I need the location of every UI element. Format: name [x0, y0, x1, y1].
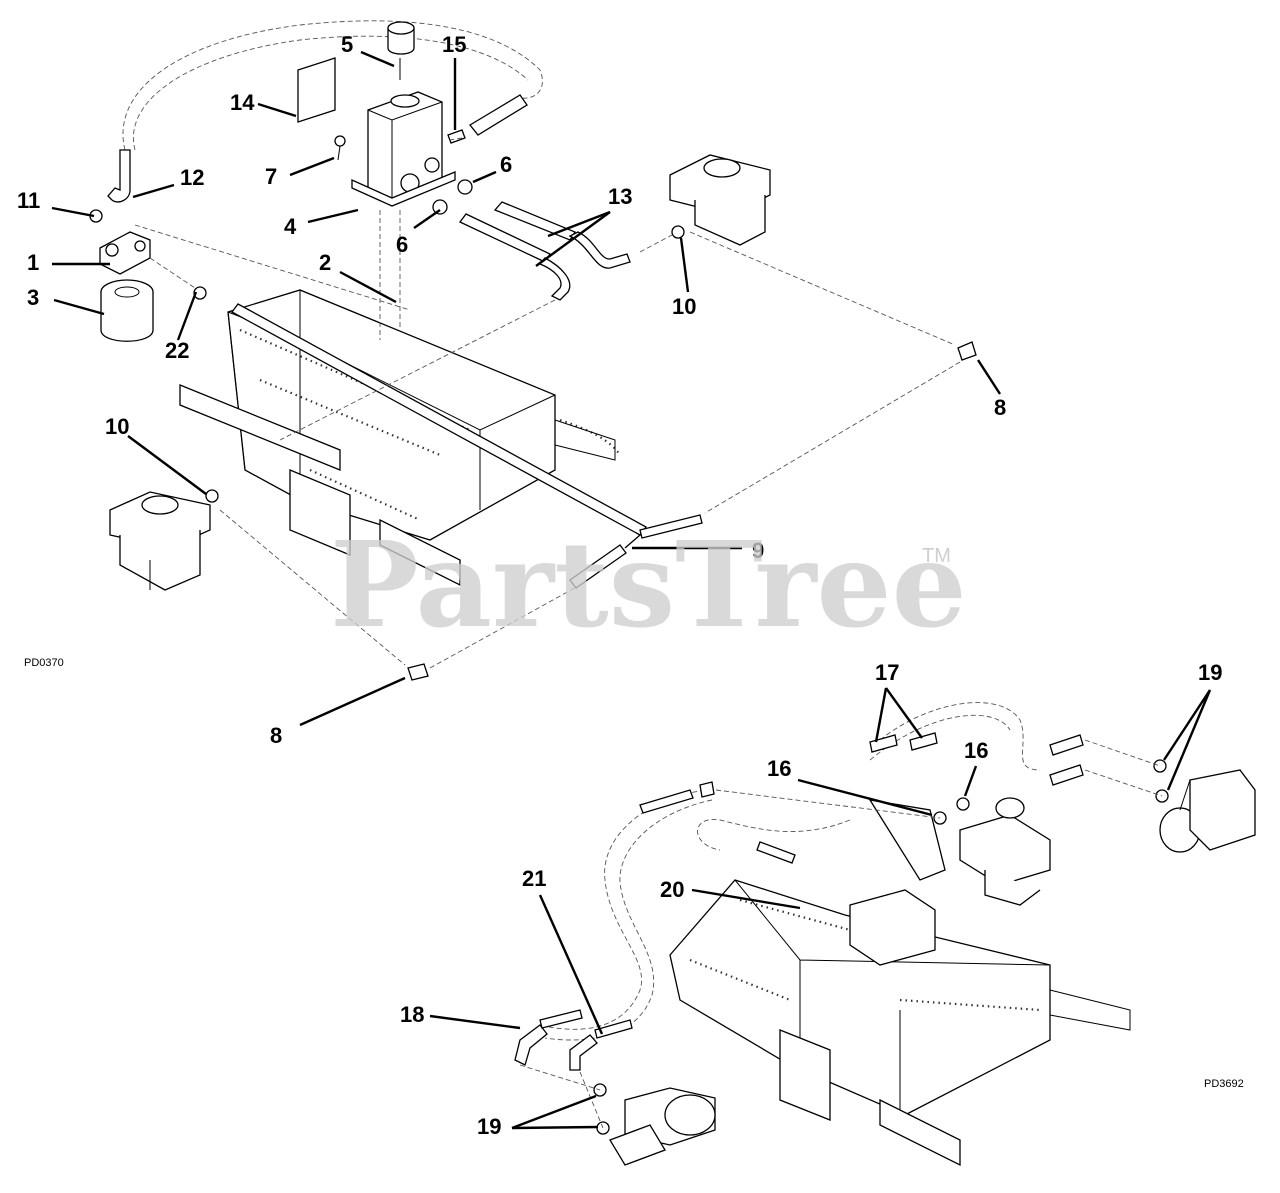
hoses — [459, 201, 631, 301]
lower-frame — [669, 799, 1131, 1167]
callout-17: 17 — [875, 660, 899, 685]
callout-3: 3 — [27, 285, 39, 310]
callout-10-upper: 10 — [672, 294, 696, 319]
tee-right — [957, 341, 977, 361]
mid-hose — [697, 819, 851, 851]
callout-11: 11 — [17, 188, 40, 213]
watermark-trademark: TM — [922, 545, 951, 567]
figure-code-lower: PD3692 — [1204, 1078, 1244, 1090]
lower-center-pump — [959, 797, 1051, 906]
upper-assembly: 5 15 14 7 6 12 11 4 6 13 1 2 3 10 22 8 1… — [17, 20, 1006, 748]
callout-10-lower: 10 — [105, 414, 129, 439]
callout-8-lower: 8 — [270, 723, 282, 748]
upper-right-motor — [1159, 769, 1256, 853]
figure-code-upper: PD0370 — [24, 657, 64, 669]
return-hose — [122, 20, 543, 151]
lower-left-motor — [609, 1087, 716, 1166]
fitting-19-upper-a — [1153, 759, 1167, 773]
assembly-lines — [134, 137, 961, 669]
upper-hose-arc — [879, 702, 1041, 771]
tee-left — [407, 663, 429, 681]
oil-filter — [100, 279, 154, 342]
callout-4: 4 — [284, 214, 297, 239]
callout-20: 20 — [660, 877, 684, 902]
callout-16-left: 16 — [767, 756, 791, 781]
lower-hoses — [514, 732, 1084, 1071]
callout-18: 18 — [400, 1002, 424, 1027]
callout-8-upper: 8 — [994, 395, 1006, 420]
callout-9: 9 — [752, 538, 764, 563]
callout-21: 21 — [522, 866, 546, 891]
fitting-left — [205, 489, 219, 503]
lower-assembly: 17 19 16 16 21 20 18 19 PD3692 — [400, 660, 1256, 1167]
fitting-upper — [457, 179, 473, 195]
watermark: PartsTree — [330, 515, 967, 654]
callout-6-upper: 6 — [500, 152, 512, 177]
callout-19-lower: 19 — [477, 1114, 501, 1139]
left-pump — [109, 491, 211, 591]
return-hose-inner — [133, 35, 529, 151]
callout-1: 1 — [27, 250, 39, 275]
fitting-16b — [956, 797, 970, 811]
decal — [297, 57, 336, 123]
hose-elbow — [107, 149, 131, 203]
lower-assembly-lines — [519, 739, 1163, 1129]
callout-2: 2 — [319, 250, 331, 275]
leader-lines — [51, 50, 1002, 727]
callout-19-upper: 19 — [1198, 660, 1222, 685]
right-pump — [669, 154, 771, 246]
filter-head — [99, 231, 151, 275]
callout-6-lower: 6 — [396, 232, 408, 257]
callout-12: 12 — [180, 165, 204, 190]
callout-13: 13 — [608, 184, 632, 209]
lower-leader-lines — [429, 687, 1212, 1130]
callout-16-right: 16 — [964, 738, 988, 763]
lower-hose-loop — [539, 789, 706, 1030]
callout-5: 5 — [341, 32, 353, 57]
callout-14: 14 — [230, 90, 255, 115]
adapter-filter — [193, 286, 207, 300]
reservoir-cap — [387, 21, 415, 80]
crossing-hoses — [231, 303, 703, 589]
reservoir-tank — [351, 91, 456, 207]
callout-22: 22 — [165, 338, 189, 363]
fitting-lower — [432, 199, 448, 215]
screw — [334, 135, 346, 161]
elbow-fitting — [447, 94, 528, 144]
fitting-right — [671, 225, 685, 239]
callout-15: 15 — [442, 32, 466, 57]
callout-7: 7 — [265, 164, 277, 189]
